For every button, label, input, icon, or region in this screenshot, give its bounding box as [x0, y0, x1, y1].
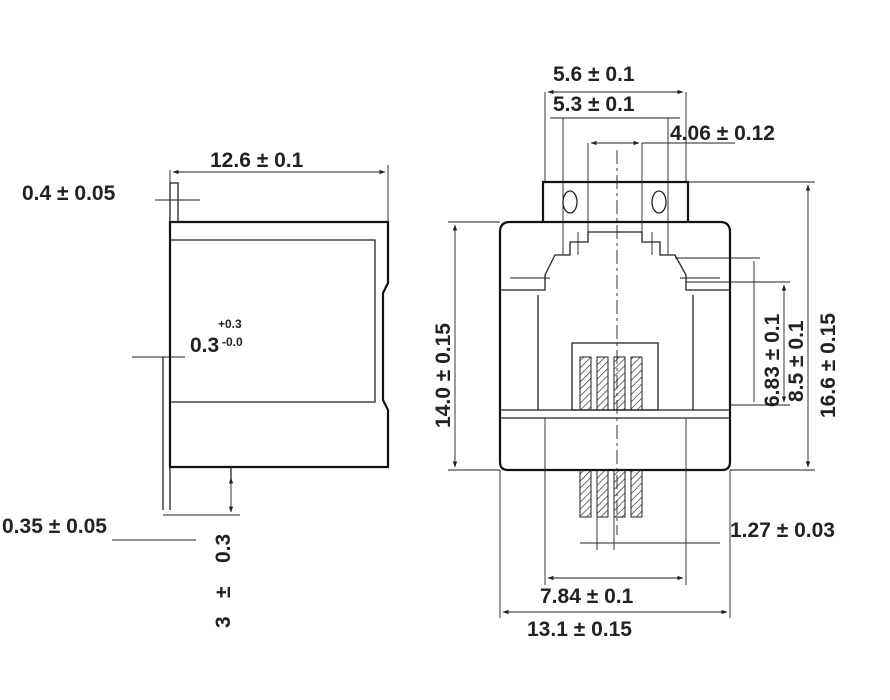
lead-pin	[630, 469, 643, 518]
front-top-tab	[541, 180, 690, 222]
dim-offset-tol-minus: -0.0	[222, 335, 243, 349]
dim-slot-label: 4.06 ± 0.12	[670, 122, 775, 145]
front-view: 5.6 ± 0.1 5.3 ± 0.1 4.06 ± 0.12 16.6 ± 0…	[432, 63, 840, 641]
dim-offset-tol-plus: +0.3	[218, 317, 242, 331]
mounting-hole-right	[651, 190, 667, 214]
dim-lead-thickness-label: 0.35 ± 0.05	[2, 515, 107, 538]
dim-body-width-label: 13.1 ± 0.15	[527, 618, 632, 641]
dim-pitch-label: 1.27 ± 0.03	[730, 519, 835, 542]
plug-opening	[500, 231, 730, 291]
dim-flange-label: 0.4 ± 0.05	[22, 182, 116, 205]
dim-body-height-label: 14.0 ± 0.15	[432, 323, 455, 428]
dim-depth-683-label: 6.83 ± 0.1	[761, 313, 784, 407]
dim-lead-length-value: 0.3	[212, 534, 235, 563]
contact-pin	[596, 356, 609, 411]
side-view: 12.6 ± 0.1 0.4 ± 0.05 0.3 +0.3 -0.0 0.35…	[2, 149, 390, 628]
side-body-outline	[168, 220, 390, 469]
side-flange	[169, 182, 179, 223]
dim-length-label: 12.6 ± 0.1	[210, 149, 304, 172]
dim-depth-85-label: 8.5 ± 0.1	[785, 320, 808, 402]
contact-pin	[613, 356, 626, 411]
lead-pin	[579, 469, 592, 518]
lead-pin	[613, 469, 626, 518]
contact-pin	[630, 356, 643, 411]
contact-pin	[579, 356, 592, 411]
dim-width-inner-label: 5.3 ± 0.1	[553, 93, 635, 116]
side-body-inner	[170, 239, 376, 403]
mounting-hole-left	[562, 190, 578, 214]
dim-pin-span-label: 7.84 ± 0.1	[540, 585, 634, 608]
front-body-outline	[498, 220, 732, 472]
dim-offset-label: 0.3	[190, 334, 219, 357]
dim-lead-length-pm: ±	[212, 586, 235, 598]
dim-lead-length-nom: 3	[212, 616, 235, 628]
dim-width-outer-label: 5.6 ± 0.1	[553, 63, 635, 86]
side-lead	[162, 357, 171, 510]
dim-total-height-label: 16.6 ± 0.15	[817, 313, 840, 418]
lead-pin	[596, 469, 609, 518]
